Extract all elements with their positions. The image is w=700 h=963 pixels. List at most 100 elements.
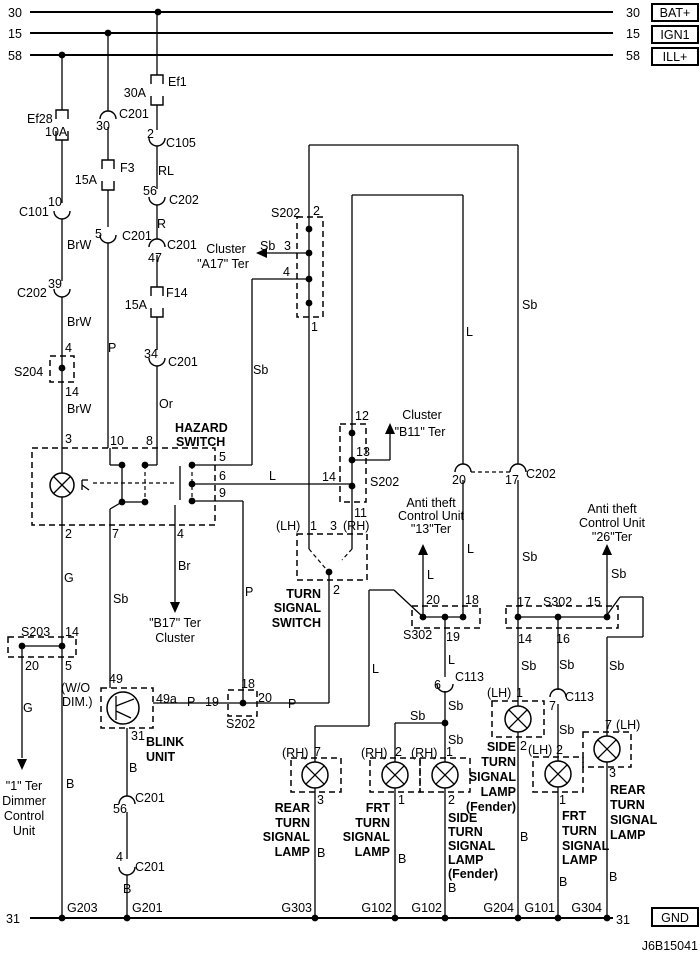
fuse-ef1-label: Ef1 [168, 75, 187, 89]
ground-g304-label: G304 [571, 901, 602, 915]
junction-dot [514, 613, 522, 621]
lamp-icon [504, 705, 532, 733]
wire-label: (LH) [616, 718, 640, 732]
connector-arc [148, 196, 166, 206]
wire-label: 15A [125, 298, 148, 312]
fuse-icon [150, 96, 164, 106]
side-turn-signal-lamp-rh-label: LAMP [448, 853, 483, 867]
wires [21, 12, 644, 918]
s203-splice-box [7, 636, 77, 658]
wire-label: B [559, 875, 567, 889]
wire-label: L [427, 568, 434, 582]
wire-label: 10 [110, 434, 124, 448]
wire-label: Sb [522, 298, 537, 312]
wire-label: 3 [330, 519, 337, 533]
frt-turn-signal-lamp-rh-box [369, 757, 421, 793]
connector-arc [509, 463, 527, 473]
junction-dot [348, 429, 356, 437]
wire-label: 16 [556, 632, 570, 646]
junction-dot [391, 914, 399, 922]
wire-label: 20 [452, 473, 466, 487]
gnd-box [651, 907, 699, 927]
frt-turn-signal-lamp-lh-label: SIGNAL [562, 839, 610, 853]
rear-turn-signal-lamp-lh-label: SIGNAL [610, 813, 658, 827]
frt-turn-signal-lamp-rh-label: LAMP [355, 845, 390, 859]
s202-splice-box-bottom [227, 689, 258, 717]
wire-label: 19 [446, 630, 460, 644]
wire-label: B [609, 870, 617, 884]
junction-dot [348, 456, 356, 464]
connector-arc [53, 210, 71, 220]
rail-15-label-right: 15 [626, 27, 640, 41]
wire-label: P [108, 341, 116, 355]
fuse-icon [101, 181, 115, 191]
side-turn-signal-lamp-lh-box [491, 700, 545, 738]
wire [606, 596, 621, 616]
wire-label: L [466, 325, 473, 339]
wire-label: 30 [96, 119, 110, 133]
wire-label: 20 [25, 659, 39, 673]
junction-dot [154, 8, 162, 16]
wire-label: 3 [609, 766, 616, 780]
wire-label: Sb [522, 550, 537, 564]
frt-turn-signal-lamp-lh-label: FRT [562, 809, 587, 823]
diagram-code: J6B15041 [642, 939, 698, 953]
wire-label: 10 [48, 195, 62, 209]
turn-signal-switch-label: SIGNAL [274, 601, 322, 615]
lamp-icon [53, 476, 71, 494]
fuse-icon [150, 286, 164, 296]
wire-label: 14 [322, 470, 336, 484]
junction-dot [419, 613, 427, 621]
rear-turn-signal-lamp-lh-label: TURN [610, 798, 645, 812]
bat-plus-box [651, 3, 699, 22]
hazard-switch-label: SWITCH [176, 435, 225, 449]
wire-label: L [448, 653, 455, 667]
junction-dot [104, 29, 112, 37]
ground-g101-label: G101 [524, 901, 555, 915]
junction-dot [58, 364, 66, 372]
blink-unit-box [100, 687, 154, 729]
wire-label: B [129, 761, 137, 775]
s302-label: S302 [403, 628, 432, 642]
arrow-icon [17, 759, 27, 770]
anti-theft-26-label: "26"Ter [592, 530, 632, 544]
side-turn-signal-lamp-rh-label: (Fender) [448, 867, 498, 881]
frt-turn-signal-lamp-lh-box [532, 756, 584, 793]
blink-unit-label: BLINK [146, 735, 184, 749]
wire-label: Sb [609, 659, 624, 673]
junction-dot [141, 461, 149, 469]
rail-15-label-left: 15 [8, 27, 22, 41]
junction-dot [441, 719, 449, 727]
junction-dot [188, 497, 196, 505]
junction-dot [441, 613, 449, 621]
wire-label: R [157, 217, 166, 231]
wire-label: 6 [434, 678, 441, 692]
ground-rail-label-right: 31 [616, 913, 630, 927]
ground-g303-label: G303 [281, 901, 312, 915]
junction-dot [188, 461, 196, 469]
wire-label: 14 [518, 632, 532, 646]
lamp-icon [544, 760, 572, 788]
anti-theft-26-label: Anti theft [587, 502, 637, 516]
frt-turn-signal-lamp-lh-label: TURN [562, 824, 597, 838]
wire-label: 2 [556, 743, 563, 757]
arrow-icon [170, 602, 180, 613]
cluster-b11-label: Cluster [402, 408, 442, 422]
cluster-b17-label: Cluster [155, 631, 195, 645]
wire-label: Sb [521, 659, 536, 673]
blink-unit-label: UNIT [146, 750, 176, 764]
wire-label: Sb [559, 658, 574, 672]
ign1-box [651, 25, 699, 44]
wire-label: 49a [156, 692, 177, 706]
wire-label: 30A [124, 86, 147, 100]
fuse-icon [55, 131, 69, 141]
wire-label: 5 [219, 450, 226, 464]
dimmer-control-unit-label: Dimmer [2, 794, 46, 808]
junction-dot [603, 914, 611, 922]
wire-label: C113 [455, 670, 484, 684]
wire-label: 7 [605, 718, 612, 732]
s203-label: S203 [21, 625, 50, 639]
wire-label: (RH) [411, 746, 437, 760]
wire-label: 14 [65, 625, 79, 639]
ign1-label: IGN1 [660, 28, 689, 42]
